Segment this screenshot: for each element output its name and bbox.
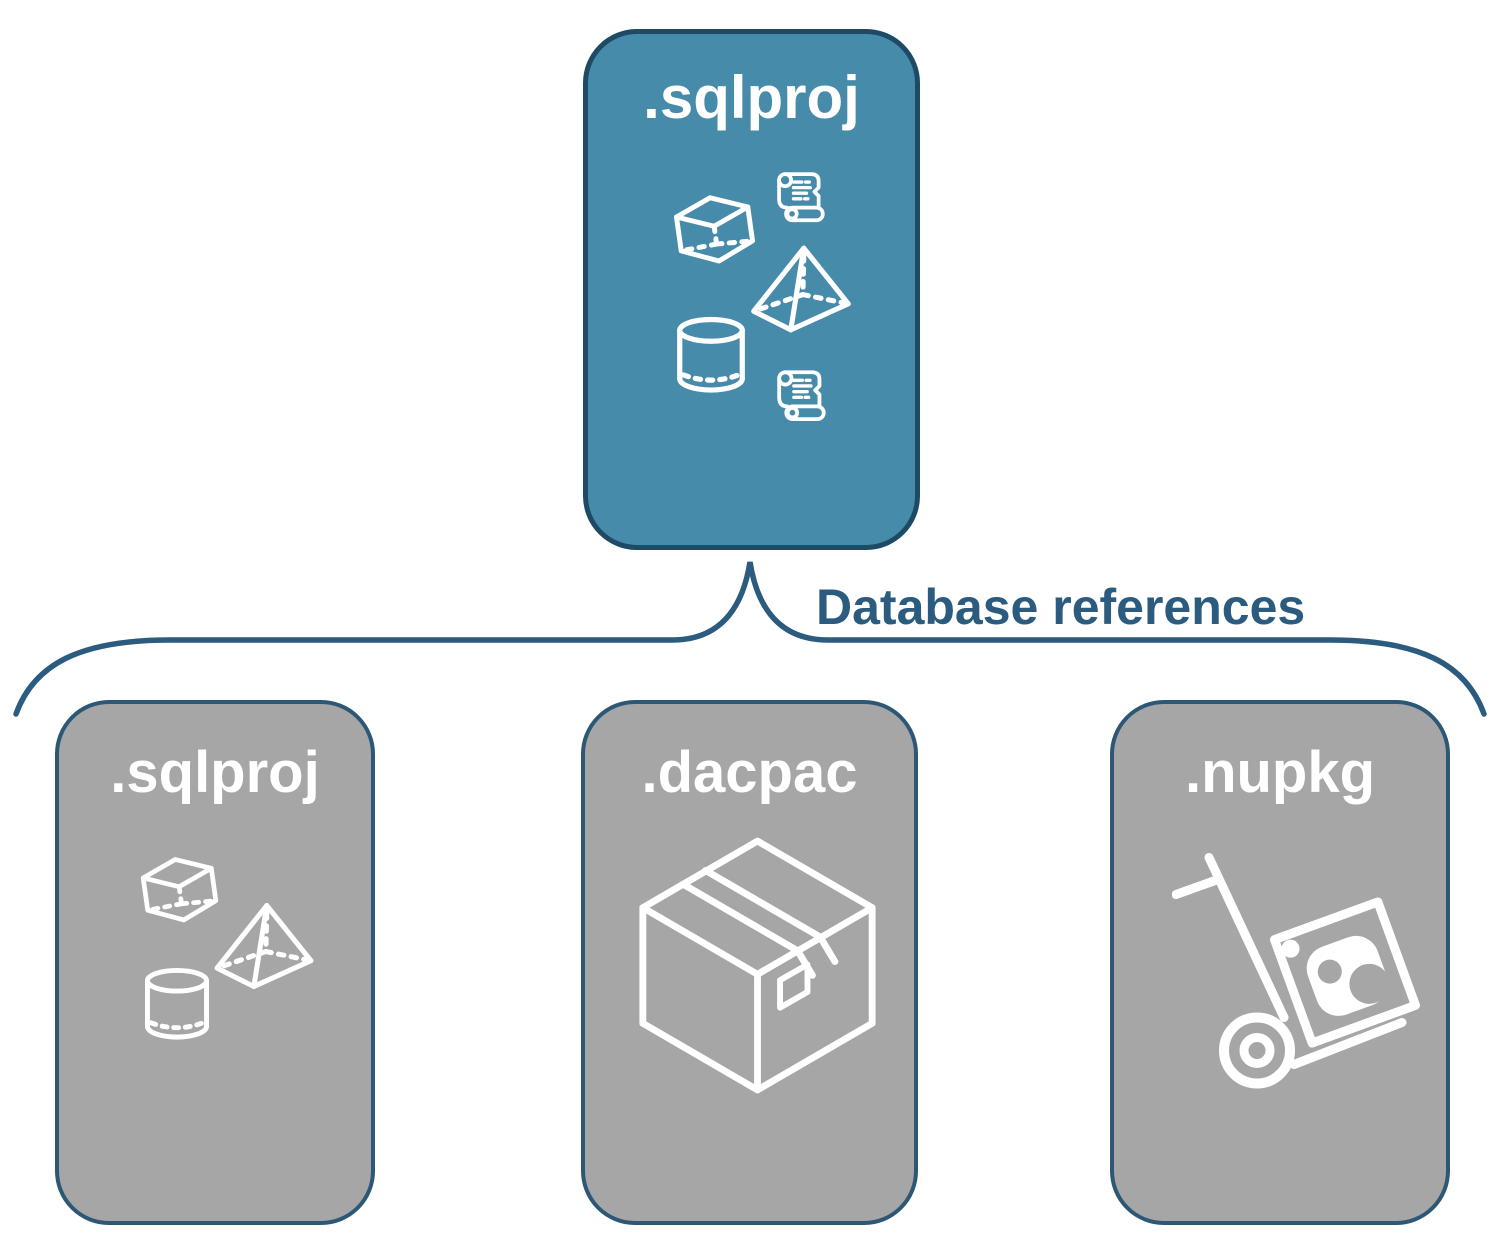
node-root-sqlproj: .sqlproj	[583, 29, 920, 550]
hand-truck-icon	[1172, 850, 1422, 1096]
pyramid-icon	[750, 242, 852, 336]
cube-icon	[670, 192, 760, 282]
node-child-sqlproj: .sqlproj	[55, 700, 375, 1225]
cylinder-icon	[143, 966, 211, 1042]
child-node-label: .dacpac	[641, 740, 858, 805]
node-child-nupkg: .nupkg	[1110, 700, 1450, 1225]
cylinder-icon	[675, 315, 747, 395]
package-box-icon	[635, 833, 880, 1098]
connector-label: Database references	[816, 579, 1306, 635]
node-child-dacpac: .dacpac	[581, 700, 918, 1225]
pyramid-icon	[213, 900, 315, 992]
child-node-label: .sqlproj	[110, 740, 320, 805]
root-node-label: .sqlproj	[643, 64, 860, 131]
cube-icon	[137, 854, 223, 940]
script-scroll-icon	[773, 366, 828, 423]
child-node-label: .nupkg	[1184, 740, 1376, 805]
script-scroll-icon	[773, 168, 827, 224]
